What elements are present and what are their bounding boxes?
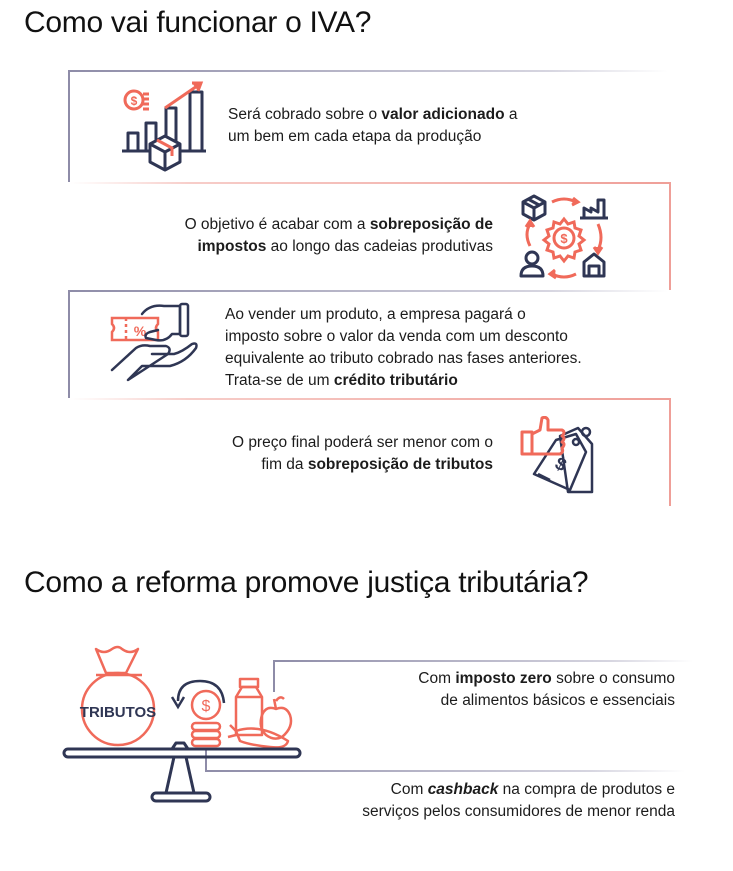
info-box-preco-final: O preço final poderá ser menor com o fim… (68, 398, 671, 506)
thumbs-up-price-tag-icon: $ (520, 416, 594, 494)
hand-discount-ticket-icon: % (110, 302, 198, 382)
info-text-credito-tributario: Ao vender um produto, a empresa pagará o… (225, 306, 582, 389)
money-bag-icon (80, 645, 156, 747)
section-title-justica-tributaria: Como a reforma promove justiça tributári… (24, 566, 589, 599)
section-title-iva: Como vai funcionar o IVA? (24, 6, 372, 39)
justice-text-imposto-zero: Com imposto zero sobre o consumo de alim… (418, 670, 675, 709)
svg-text:$: $ (560, 231, 568, 246)
svg-text:%: % (134, 323, 147, 339)
connector-line-vertical-top (273, 660, 275, 692)
svg-text:$: $ (202, 698, 211, 715)
info-box-credito-tributario: % Ao vender um produto, a empresa pagará… (68, 290, 670, 398)
svg-text:$: $ (552, 453, 570, 475)
balance-scale-icon (62, 741, 302, 803)
connector-line-horizontal-bottom (205, 770, 685, 772)
svg-text:$: $ (131, 94, 138, 108)
info-box-sobreposicao-impostos: O objetivo é acabar com a sobreposição d… (68, 182, 671, 290)
info-text-sobreposicao-impostos: O objetivo é acabar com a sobreposição d… (184, 216, 493, 255)
connector-line-vertical-bottom (205, 750, 207, 770)
info-box-valor-adicionado: $ Será cobrado sobre o valor adicionado … (68, 70, 670, 182)
connector-line-horizontal-top (273, 660, 693, 662)
growth-chart-box-icon: $ (122, 81, 206, 172)
groceries-icon (227, 677, 293, 749)
bag-label: TRIBUTOS (80, 704, 156, 721)
balance-scale-illustration: TRIBUTOS $ (62, 645, 302, 803)
supply-chain-cycle-icon: $ (519, 194, 608, 280)
info-text-valor-adicionado: Será cobrado sobre o valor adicionado a … (228, 106, 518, 145)
cashback-coins-icon: $ (170, 679, 226, 748)
info-text-preco-final: O preço final poderá ser menor com o fim… (231, 434, 493, 473)
justice-text-cashback: Com cashback na compra de produtos e ser… (362, 781, 675, 820)
